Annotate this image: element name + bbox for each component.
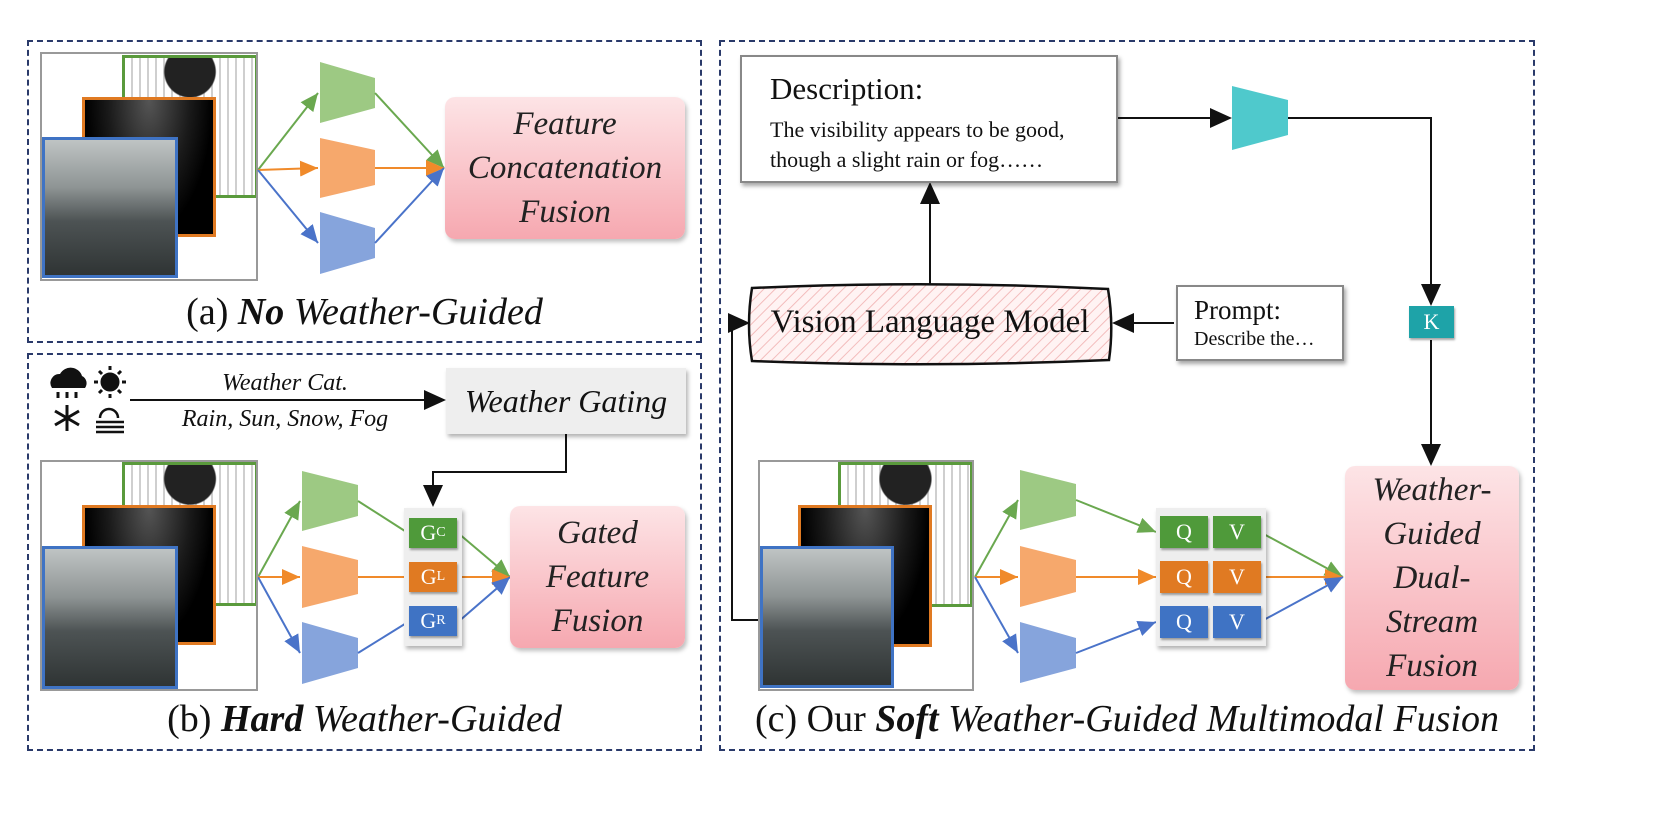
vlm-label: Vision Language Model — [770, 304, 1090, 340]
encoder-orange-c — [1020, 546, 1076, 607]
weather-category-label: Weather Cat. — [222, 370, 348, 396]
value-orange: V — [1213, 561, 1261, 593]
fusion-b-line-2: Feature — [545, 559, 650, 595]
image-frame — [758, 460, 974, 691]
fusion-c-line-4: Stream — [1385, 604, 1479, 640]
encoder-green-b — [302, 471, 358, 531]
fusion-a-line-3: Fusion — [519, 194, 611, 230]
gate-r-main: G — [420, 608, 437, 633]
gate-r-sub: R — [436, 613, 446, 628]
feature-concatenation-fusion: Feature Concatenation Fusion — [445, 97, 685, 239]
encoder-blue-c — [1020, 622, 1076, 683]
caption-c-prefix: (c) Our — [754, 698, 876, 740]
fusion-c-line-5: Fusion — [1386, 648, 1478, 684]
fusion-c-line-1: Weather- — [1372, 472, 1492, 508]
fusion-c-line-3: Dual- — [1393, 560, 1471, 596]
prompt-box: Prompt: Describe the… — [1176, 285, 1344, 361]
key-label: K — [1423, 309, 1440, 334]
image-frame — [40, 460, 258, 691]
caption-c-bold: Soft — [875, 698, 939, 740]
camera-image — [42, 546, 178, 689]
encoder-blue-a — [320, 212, 375, 274]
caption-a-prefix: (a) — [186, 291, 238, 333]
encoder-blue-b — [302, 622, 358, 684]
encoder-orange-a — [320, 138, 375, 198]
query-green: Q — [1160, 516, 1208, 548]
sun-icon — [94, 366, 126, 398]
gate-c-sub: C — [436, 525, 446, 540]
encoder-green-c — [1020, 470, 1076, 530]
prompt-text: Describe the… — [1194, 328, 1315, 350]
caption-b-suffix: Weather-Guided — [303, 698, 562, 740]
encoder-green-a — [320, 62, 375, 123]
panel-b — [27, 353, 702, 751]
text-encoder — [1232, 86, 1288, 150]
vlm-shape — [747, 282, 1113, 366]
weather-gating-label: Weather Gating — [464, 382, 668, 419]
caption-b-bold: Hard — [220, 698, 304, 740]
weather-guided-dual-stream-fusion: Weather- Guided Dual- Stream Fusion — [1345, 466, 1519, 690]
query-orange: Q — [1160, 561, 1208, 593]
rain-cloud-icon — [50, 367, 87, 398]
fusion-a-line-1: Feature — [513, 106, 617, 142]
description-box: Description: The visibility appears to b… — [740, 55, 1118, 183]
encoder-orange-b — [302, 546, 358, 608]
panel-c — [719, 40, 1535, 751]
caption-c: (c) Our Soft Weather-Guided Multimodal F… — [719, 697, 1535, 741]
panel-a — [27, 40, 702, 343]
image-frame — [40, 52, 258, 281]
value-blue: V — [1213, 606, 1261, 638]
gate-l-main: G — [420, 564, 437, 589]
description-title: Description: — [770, 71, 924, 106]
caption-a-suffix: Weather-Guided — [284, 291, 543, 333]
gate-c-main: G — [420, 520, 437, 545]
fusion-b-line-1: Gated — [557, 515, 638, 551]
camera-image — [42, 137, 178, 278]
camera-image — [760, 546, 894, 688]
query-blue: Q — [1160, 606, 1208, 638]
caption-a: (a) No Weather-Guided — [27, 290, 702, 334]
gated-feature-fusion: Gated Feature Fusion — [510, 506, 685, 648]
caption-b-prefix: (b) — [167, 698, 221, 740]
caption-c-suffix: Weather-Guided Multimodal Fusion — [938, 698, 1500, 740]
gate-l-sub: L — [436, 569, 446, 584]
snowflake-icon — [54, 405, 80, 431]
caption-a-bold: No — [237, 291, 285, 333]
key-chip: K — [1409, 306, 1454, 338]
fog-icon — [96, 407, 124, 434]
weather-classes-label: Rain, Sun, Snow, Fog — [181, 406, 389, 432]
description-line-2: though a slight rain or fog…… — [770, 147, 1044, 172]
prompt-title: Prompt: — [1194, 295, 1282, 325]
fusion-c-line-2: Guided — [1383, 516, 1481, 552]
fusion-b-line-3: Fusion — [551, 603, 644, 639]
caption-b: (b) Hard Weather-Guided — [27, 697, 702, 741]
description-line-1: The visibility appears to be good, — [770, 117, 1065, 142]
value-green: V — [1213, 516, 1261, 548]
weather-gating-box: Weather Gating — [446, 368, 686, 434]
fusion-a-line-2: Concatenation — [467, 150, 663, 186]
